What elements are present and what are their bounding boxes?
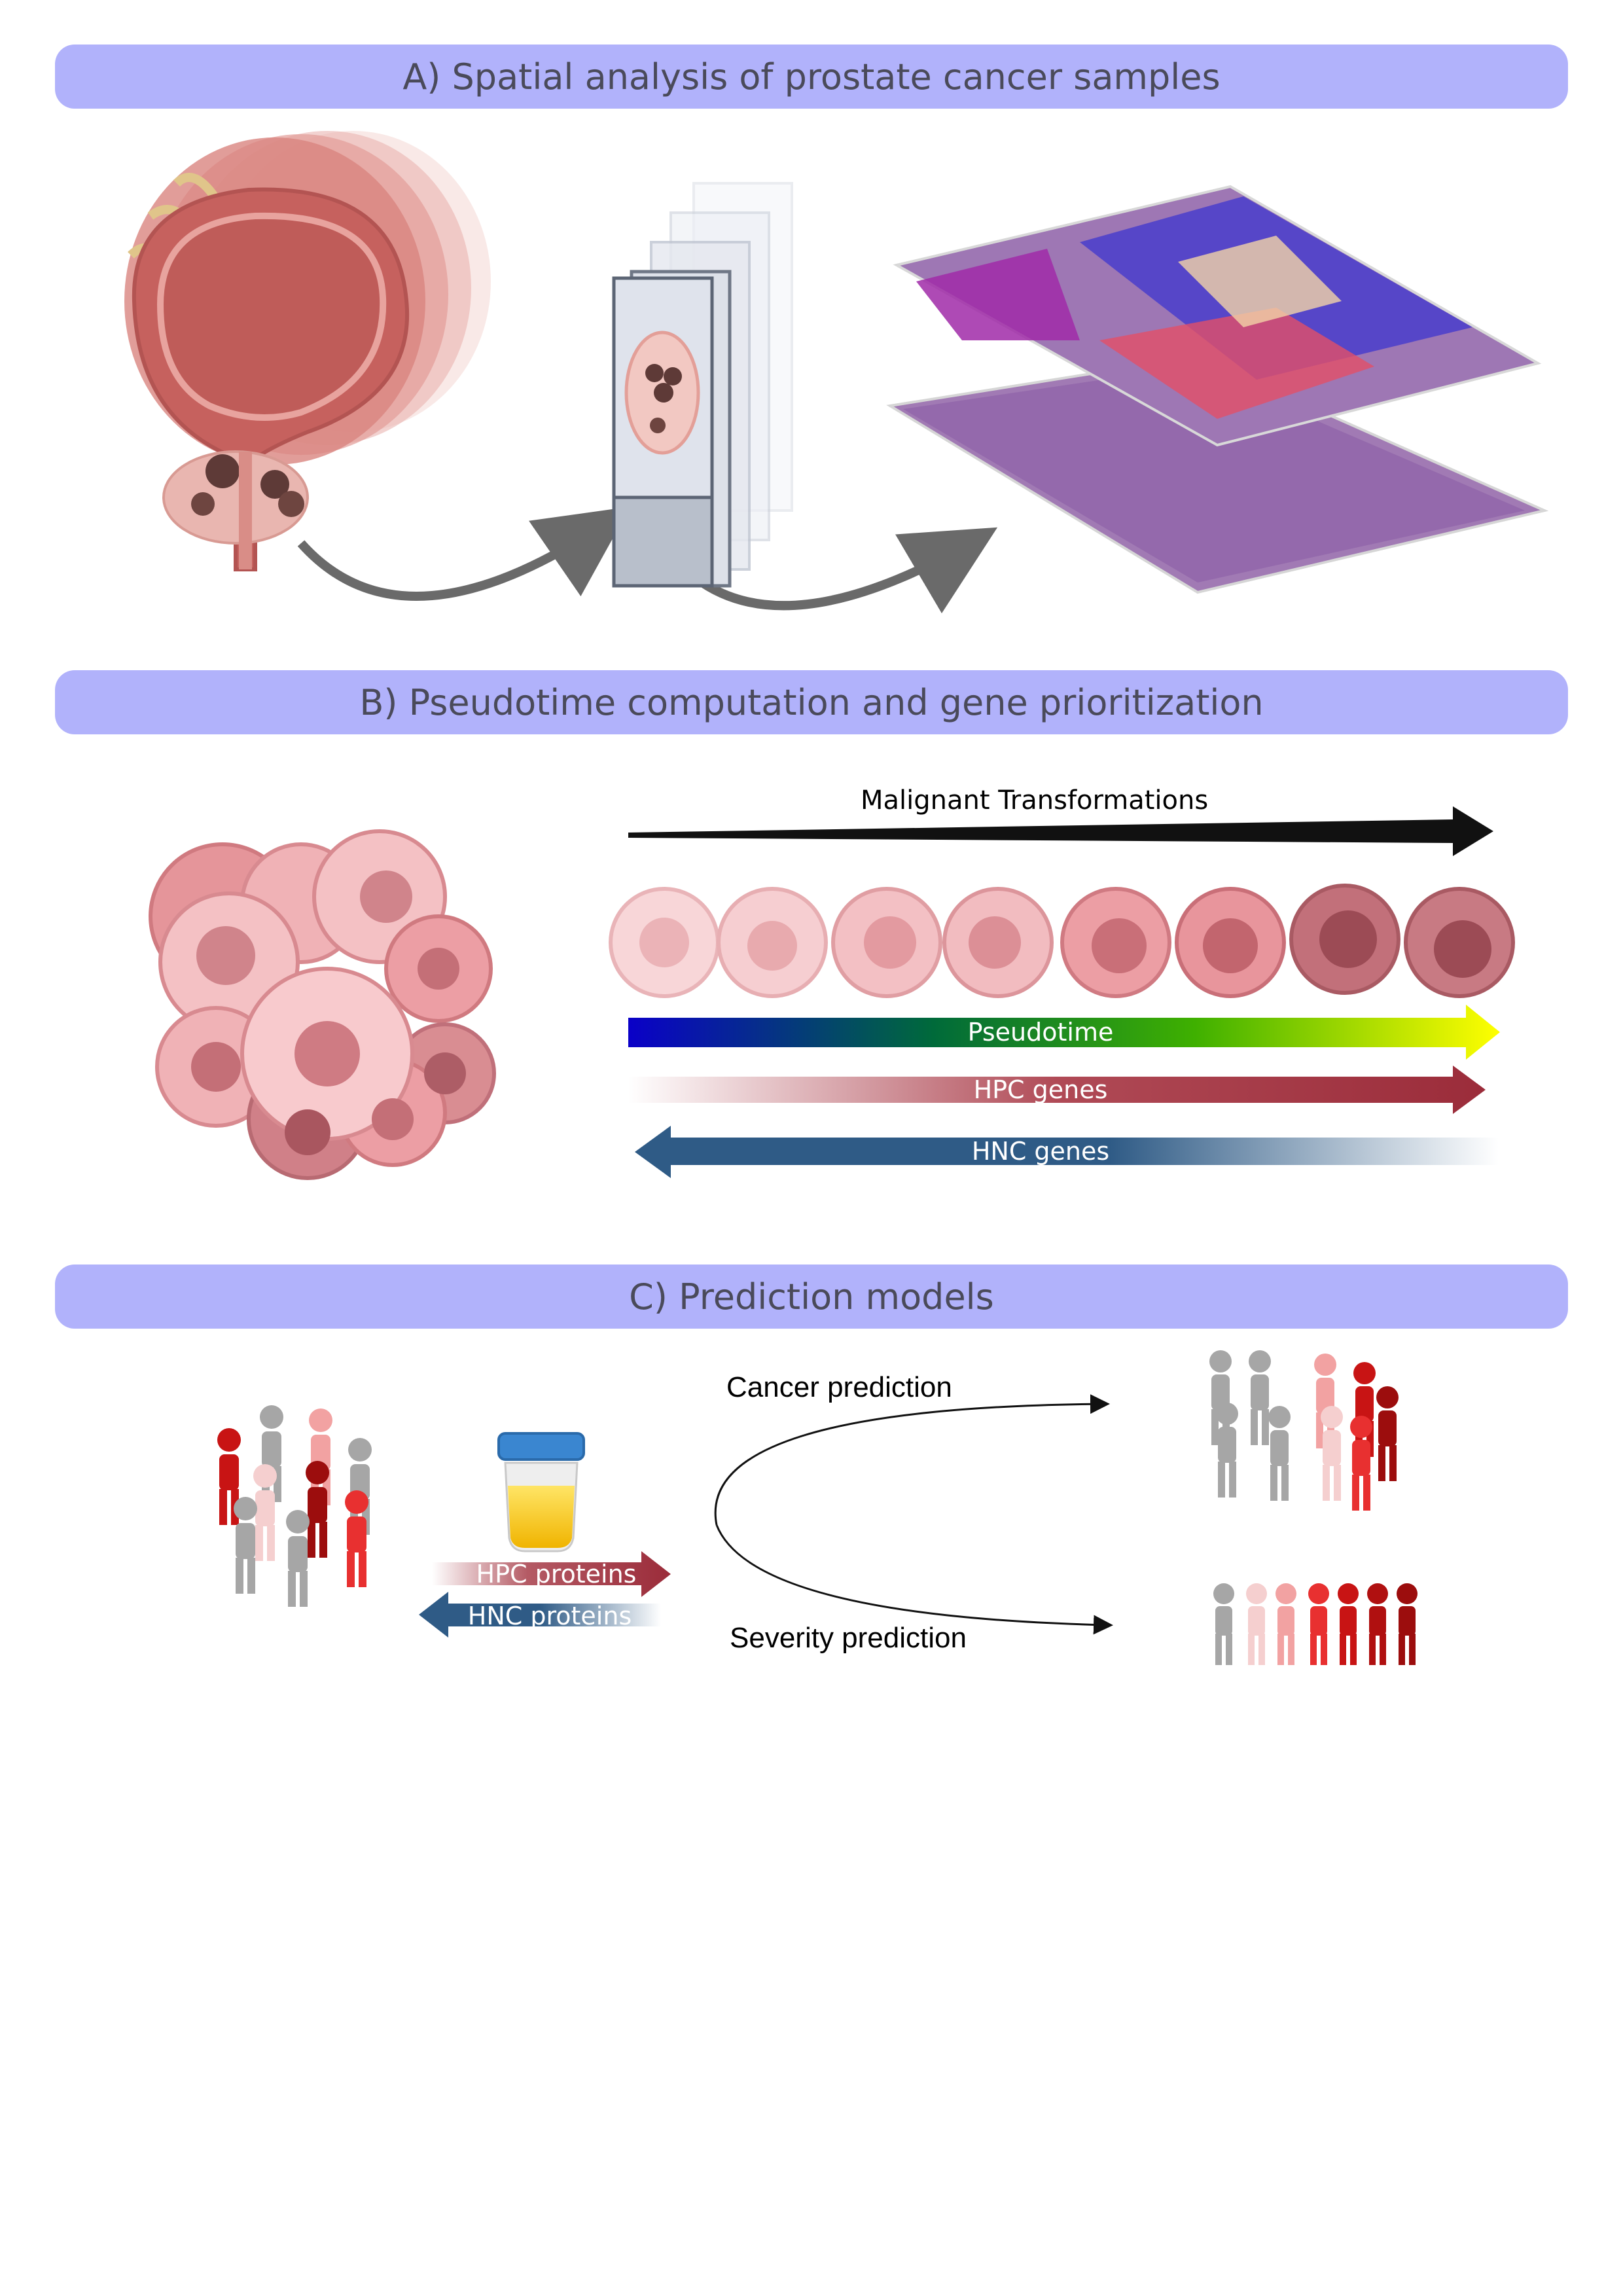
hpc-proteins-label: HPC proteins bbox=[476, 1560, 637, 1588]
cell-icon bbox=[1175, 887, 1286, 998]
person-icon bbox=[1350, 1416, 1372, 1511]
pseudotime-arrow bbox=[628, 1005, 1500, 1060]
section-b-title: B) Pseudotime computation and gene prior… bbox=[359, 681, 1264, 723]
section-c-header: C) Prediction models bbox=[55, 1265, 1568, 1329]
hpc-proteins-arrow bbox=[432, 1551, 671, 1597]
hnc-proteins-arrow bbox=[419, 1592, 661, 1638]
malignant-arrow bbox=[628, 806, 1493, 856]
person-icon bbox=[1308, 1583, 1329, 1665]
cell-icon bbox=[1289, 884, 1400, 995]
person-icon bbox=[1321, 1406, 1343, 1501]
cell-icon bbox=[942, 887, 1054, 998]
people-row-severity bbox=[1213, 1583, 1418, 1665]
people-group-left bbox=[217, 1405, 372, 1607]
urine-sample-cup-icon bbox=[497, 1432, 585, 1552]
flow-arrow-1 bbox=[297, 507, 631, 601]
prostate-cross-section-icon bbox=[124, 131, 491, 571]
person-icon bbox=[1376, 1386, 1399, 1481]
cell-icon bbox=[1060, 887, 1171, 998]
section-c-title: C) Prediction models bbox=[629, 1276, 994, 1318]
section-a-title: A) Spatial analysis of prostate cancer s… bbox=[402, 56, 1221, 98]
hnc-proteins-label: HNC proteins bbox=[467, 1602, 632, 1630]
cancer-prediction-arrow bbox=[714, 1394, 1110, 1526]
person-icon bbox=[253, 1464, 277, 1561]
person-icon bbox=[345, 1490, 368, 1587]
hnc-genes-label: HNC genes bbox=[971, 1137, 1110, 1166]
person-icon bbox=[1249, 1350, 1271, 1445]
person-icon bbox=[306, 1461, 329, 1558]
histology-layer-icon bbox=[886, 185, 1549, 594]
person-icon bbox=[286, 1510, 310, 1607]
cell-row bbox=[609, 884, 1515, 998]
cell-icon bbox=[1404, 887, 1515, 998]
person-icon bbox=[234, 1497, 257, 1594]
person-icon bbox=[1216, 1403, 1238, 1498]
people-group-cancer bbox=[1209, 1350, 1399, 1511]
severity-prediction-arrow bbox=[715, 1524, 1113, 1635]
section-a-header: A) Spatial analysis of prostate cancer s… bbox=[55, 45, 1568, 109]
hnc-genes-arrow bbox=[635, 1126, 1499, 1178]
section-b-header: B) Pseudotime computation and gene prior… bbox=[55, 670, 1568, 734]
person-icon bbox=[1338, 1583, 1359, 1665]
cell-cluster-icon bbox=[149, 829, 496, 1180]
person-icon bbox=[1213, 1583, 1234, 1665]
severity-prediction-label: Severity prediction bbox=[730, 1622, 967, 1654]
hpc-genes-arrow bbox=[628, 1066, 1486, 1114]
person-icon bbox=[1268, 1406, 1291, 1501]
hpc-genes-label: HPC genes bbox=[973, 1075, 1108, 1104]
cell-icon bbox=[717, 887, 828, 998]
pseudotime-label: Pseudotime bbox=[967, 1018, 1114, 1047]
person-icon bbox=[1367, 1583, 1388, 1665]
cell-icon bbox=[609, 887, 720, 998]
person-icon bbox=[1275, 1583, 1296, 1665]
person-icon bbox=[1353, 1362, 1376, 1457]
person-icon bbox=[1397, 1583, 1418, 1665]
malignant-transformations-label: Malignant Transformations bbox=[861, 785, 1209, 816]
tissue-slide-stack-icon bbox=[612, 182, 793, 588]
cell-icon bbox=[831, 887, 942, 998]
person-icon bbox=[1246, 1583, 1267, 1665]
cancer-prediction-label: Cancer prediction bbox=[726, 1371, 952, 1403]
